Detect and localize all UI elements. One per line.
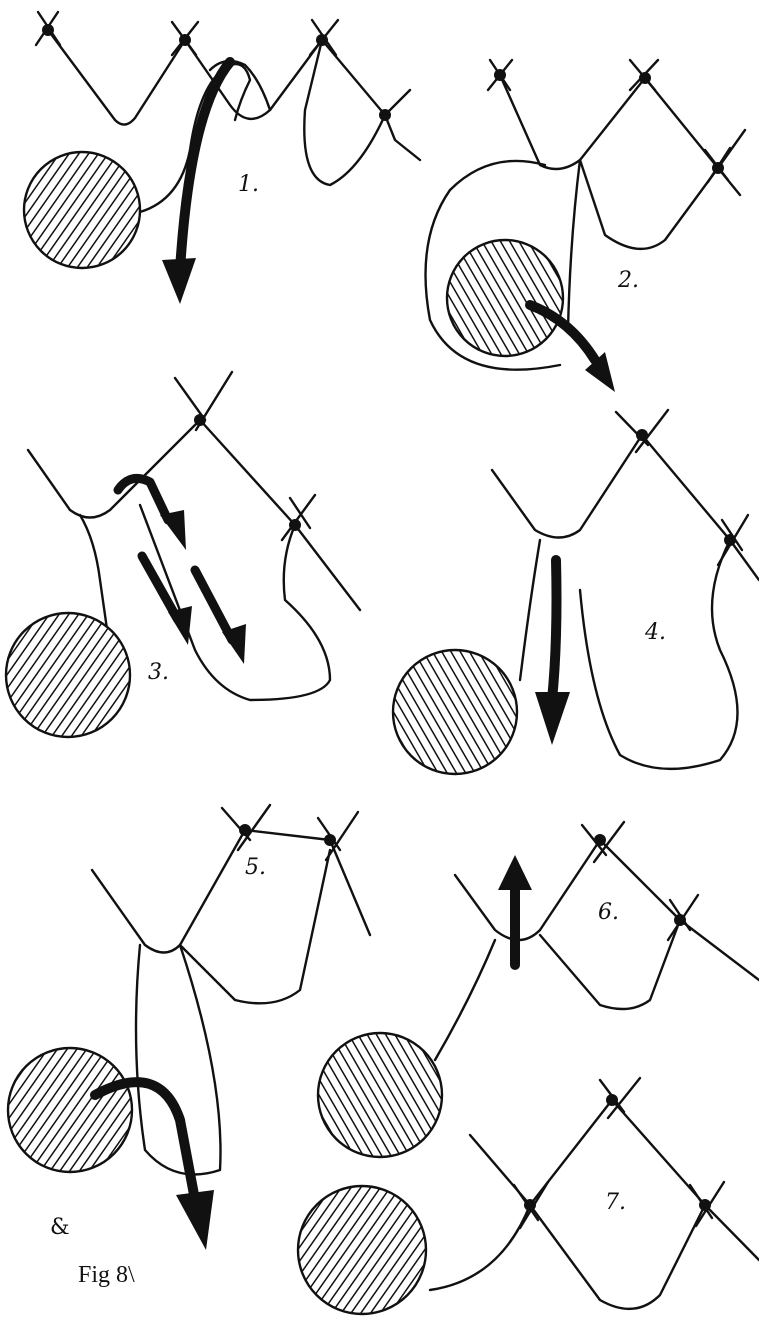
step-7-yarn-ball: [298, 1186, 426, 1314]
step-2-yarn-ball: [447, 240, 563, 356]
step-6-yarn-ball: [318, 1033, 442, 1157]
illustrator-monogram: &: [50, 1215, 70, 1240]
step-1-label: 1.: [238, 172, 259, 197]
step-2-label: 2.: [618, 268, 639, 293]
step-4-net: [492, 410, 759, 769]
step-3-arrowhead-a: [160, 510, 186, 550]
step-5-yarn-ball: [8, 1048, 132, 1172]
step-1-arrowhead: [162, 258, 196, 304]
step-6-arrowhead: [498, 855, 532, 890]
step-3-yarn-ball: [6, 613, 130, 737]
step-6-net: [435, 822, 759, 1060]
step-3-arrowhead-b: [168, 606, 192, 645]
figure-caption: Fig 8\: [78, 1262, 135, 1289]
step-7-net: [430, 1078, 759, 1309]
step-7-label: 7.: [605, 1190, 626, 1215]
step-1-yarn-ball: [24, 152, 140, 268]
step-5-arrowhead: [176, 1190, 214, 1250]
step-6-label: 6.: [598, 900, 619, 925]
step-3-label: 3.: [148, 660, 169, 685]
step-4-arrowhead: [535, 692, 570, 745]
step-4-arrow: [552, 560, 557, 700]
step-4-label: 4.: [645, 620, 666, 645]
step-5-label: 5.: [245, 855, 266, 880]
step-4-yarn-ball: [393, 650, 517, 774]
